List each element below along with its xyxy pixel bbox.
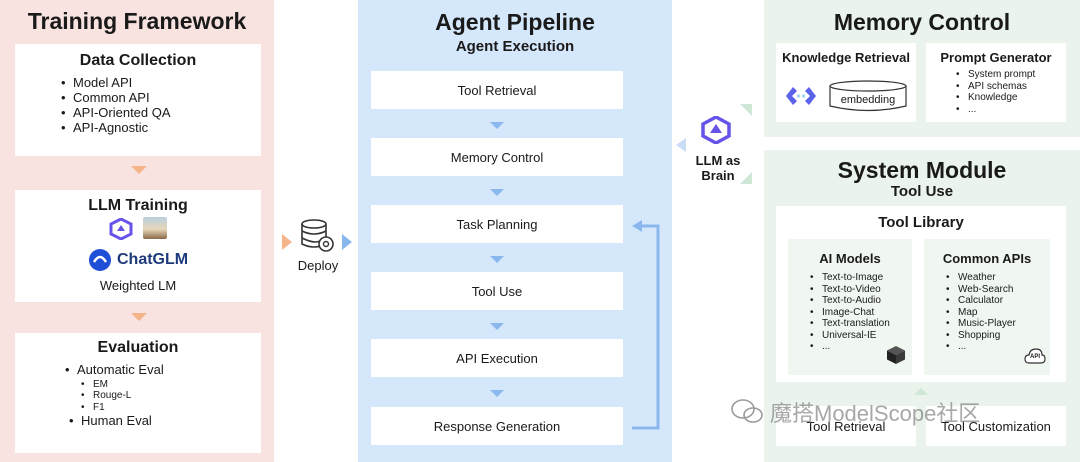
common-apis-title: Common APIs [942,251,1032,266]
feedback-loop-arrow-icon [632,220,660,430]
list-item: Shopping [946,330,1050,342]
brain-arrow-down-right-icon [740,172,752,184]
tool-customization-label: Tool Customization [941,418,1051,434]
chatglm-logo-text: ChatGLM [117,251,189,268]
list-item: Map [946,307,1050,319]
knowledge-retrieval-title: Knowledge Retrieval [782,50,910,65]
ai-models-title: AI Models [819,251,881,266]
list-item: EM [81,379,261,391]
arrow-down-icon [490,189,504,196]
list-item: Text-translation [810,318,912,330]
evaluation-list: Automatic Eval [65,362,261,378]
system-module-subtitle: Tool Use [890,183,954,200]
arrow-down-icon [490,390,504,397]
arrow-down-icon [490,323,504,330]
qwen-logo-icon [701,116,731,144]
brain-arrow-left-icon [676,138,686,152]
prompt-generator-card: Prompt Generator System prompt API schem… [926,43,1066,122]
watermark-text: 魔搭ModelScope社区 [770,401,981,426]
arrow-down-icon [131,166,147,174]
list-item: F1 [81,402,261,414]
step-tool-use: Tool Use [371,272,623,310]
metric-list: EM Rouge-L F1 [81,379,261,414]
training-framework-title: Training Framework [27,8,247,34]
list-item: Text-to-Video [810,284,912,296]
step-api-execution: API Execution [371,339,623,377]
list-item: Calculator [946,295,1050,307]
common-apis-list: Weather Web-Search Calculator Map Music-… [946,272,1050,353]
list-item: Text-to-Audio [810,295,912,307]
wechat-logo-icon [731,399,763,423]
list-item: Human Eval [69,413,261,429]
list-item: Image-Chat [810,307,912,319]
deploy-arrow-left-icon [282,234,292,250]
photo-thumbnail-icon [143,217,167,239]
data-collection-title: Data Collection [79,52,197,69]
data-collection-card: Data Collection Model API Common API API… [15,44,261,156]
llm-training-title: LLM Training [88,197,188,214]
llm-training-card: LLM Training ChatGLM Weighted LM [15,190,261,302]
step-task-planning: Task Planning [371,205,623,243]
knowledge-retrieval-card: Knowledge Retrieval embedding [776,43,916,122]
embedding-database-icon [829,80,907,112]
list-item: Knowledge [956,92,1066,104]
ai-models-list: Text-to-Image Text-to-Video Text-to-Audi… [810,272,912,353]
common-apis-card: Common APIs Weather Web-Search Calculato… [924,239,1050,375]
list-item: ... [956,104,1066,116]
list-item: API schemas [956,81,1066,93]
tool-retrieval-card: Tool Retrieval [776,406,916,446]
agent-pipeline-title: Agent Pipeline [435,9,595,35]
list-item: Text-to-Image [810,272,912,284]
vector-logo-icon [786,87,816,105]
prompt-generator-title: Prompt Generator [940,50,1052,65]
evaluation-list-human: Human Eval [69,413,261,429]
arrow-down-icon [490,122,504,129]
step-memory-control: Memory Control [371,138,623,176]
api-badge-label: API [1029,354,1040,360]
agent-pipeline-subtitle: Agent Execution [455,38,575,55]
list-item: Universal-IE [810,330,912,342]
cube-icon [887,346,905,364]
embedding-label: embedding [840,94,896,106]
qwen-logo-icon [109,218,133,240]
memory-control-title: Memory Control [833,9,1011,35]
deploy-label: Deploy [297,258,339,273]
list-item: API-Agnostic [61,120,261,136]
chatglm-logo-icon [89,249,111,271]
list-item: System prompt [956,69,1066,81]
api-cloud-icon [1024,348,1046,364]
list-item: API-Oriented QA [61,105,261,121]
brain-label-line2: Brain [701,168,735,183]
list-item: Automatic Eval [65,362,261,378]
arrow-up-icon [914,388,928,395]
data-collection-list: Model API Common API API-Oriented QA API… [61,75,261,136]
step-tool-retrieval: Tool Retrieval [371,71,623,109]
tool-customization-card: Tool Customization [926,406,1066,446]
evaluation-title: Evaluation [97,339,179,356]
arrow-down-icon [131,313,147,321]
ai-models-card: AI Models Text-to-Image Text-to-Video Te… [788,239,912,375]
tool-library-title: Tool Library [878,214,964,231]
step-response-generation: Response Generation [371,407,623,445]
list-item: ... [946,341,1050,353]
list-item: Model API [61,75,261,91]
prompt-generator-list: System prompt API schemas Knowledge ... [956,69,1066,115]
arrow-down-icon [490,256,504,263]
evaluation-card: Evaluation Automatic Eval EM Rouge-L F1 … [15,333,261,453]
list-item: Common API [61,90,261,106]
tool-library-card: Tool Library AI Models Text-to-Image Tex… [776,206,1066,382]
brain-label-line1: LLM as [695,153,741,168]
tool-retrieval-label: Tool Retrieval [806,418,886,434]
database-gear-icon [301,219,334,252]
list-item: Weather [946,272,1050,284]
list-item: Web-Search [946,284,1050,296]
list-item: Music-Player [946,318,1050,330]
list-item: ... [810,341,912,353]
list-item: Rouge-L [81,390,261,402]
system-module-title: System Module [837,157,1007,183]
weighted-lm-label: Weighted LM [99,278,177,293]
brain-arrow-up-right-icon [740,104,752,116]
deploy-arrow-right-icon [342,234,352,250]
